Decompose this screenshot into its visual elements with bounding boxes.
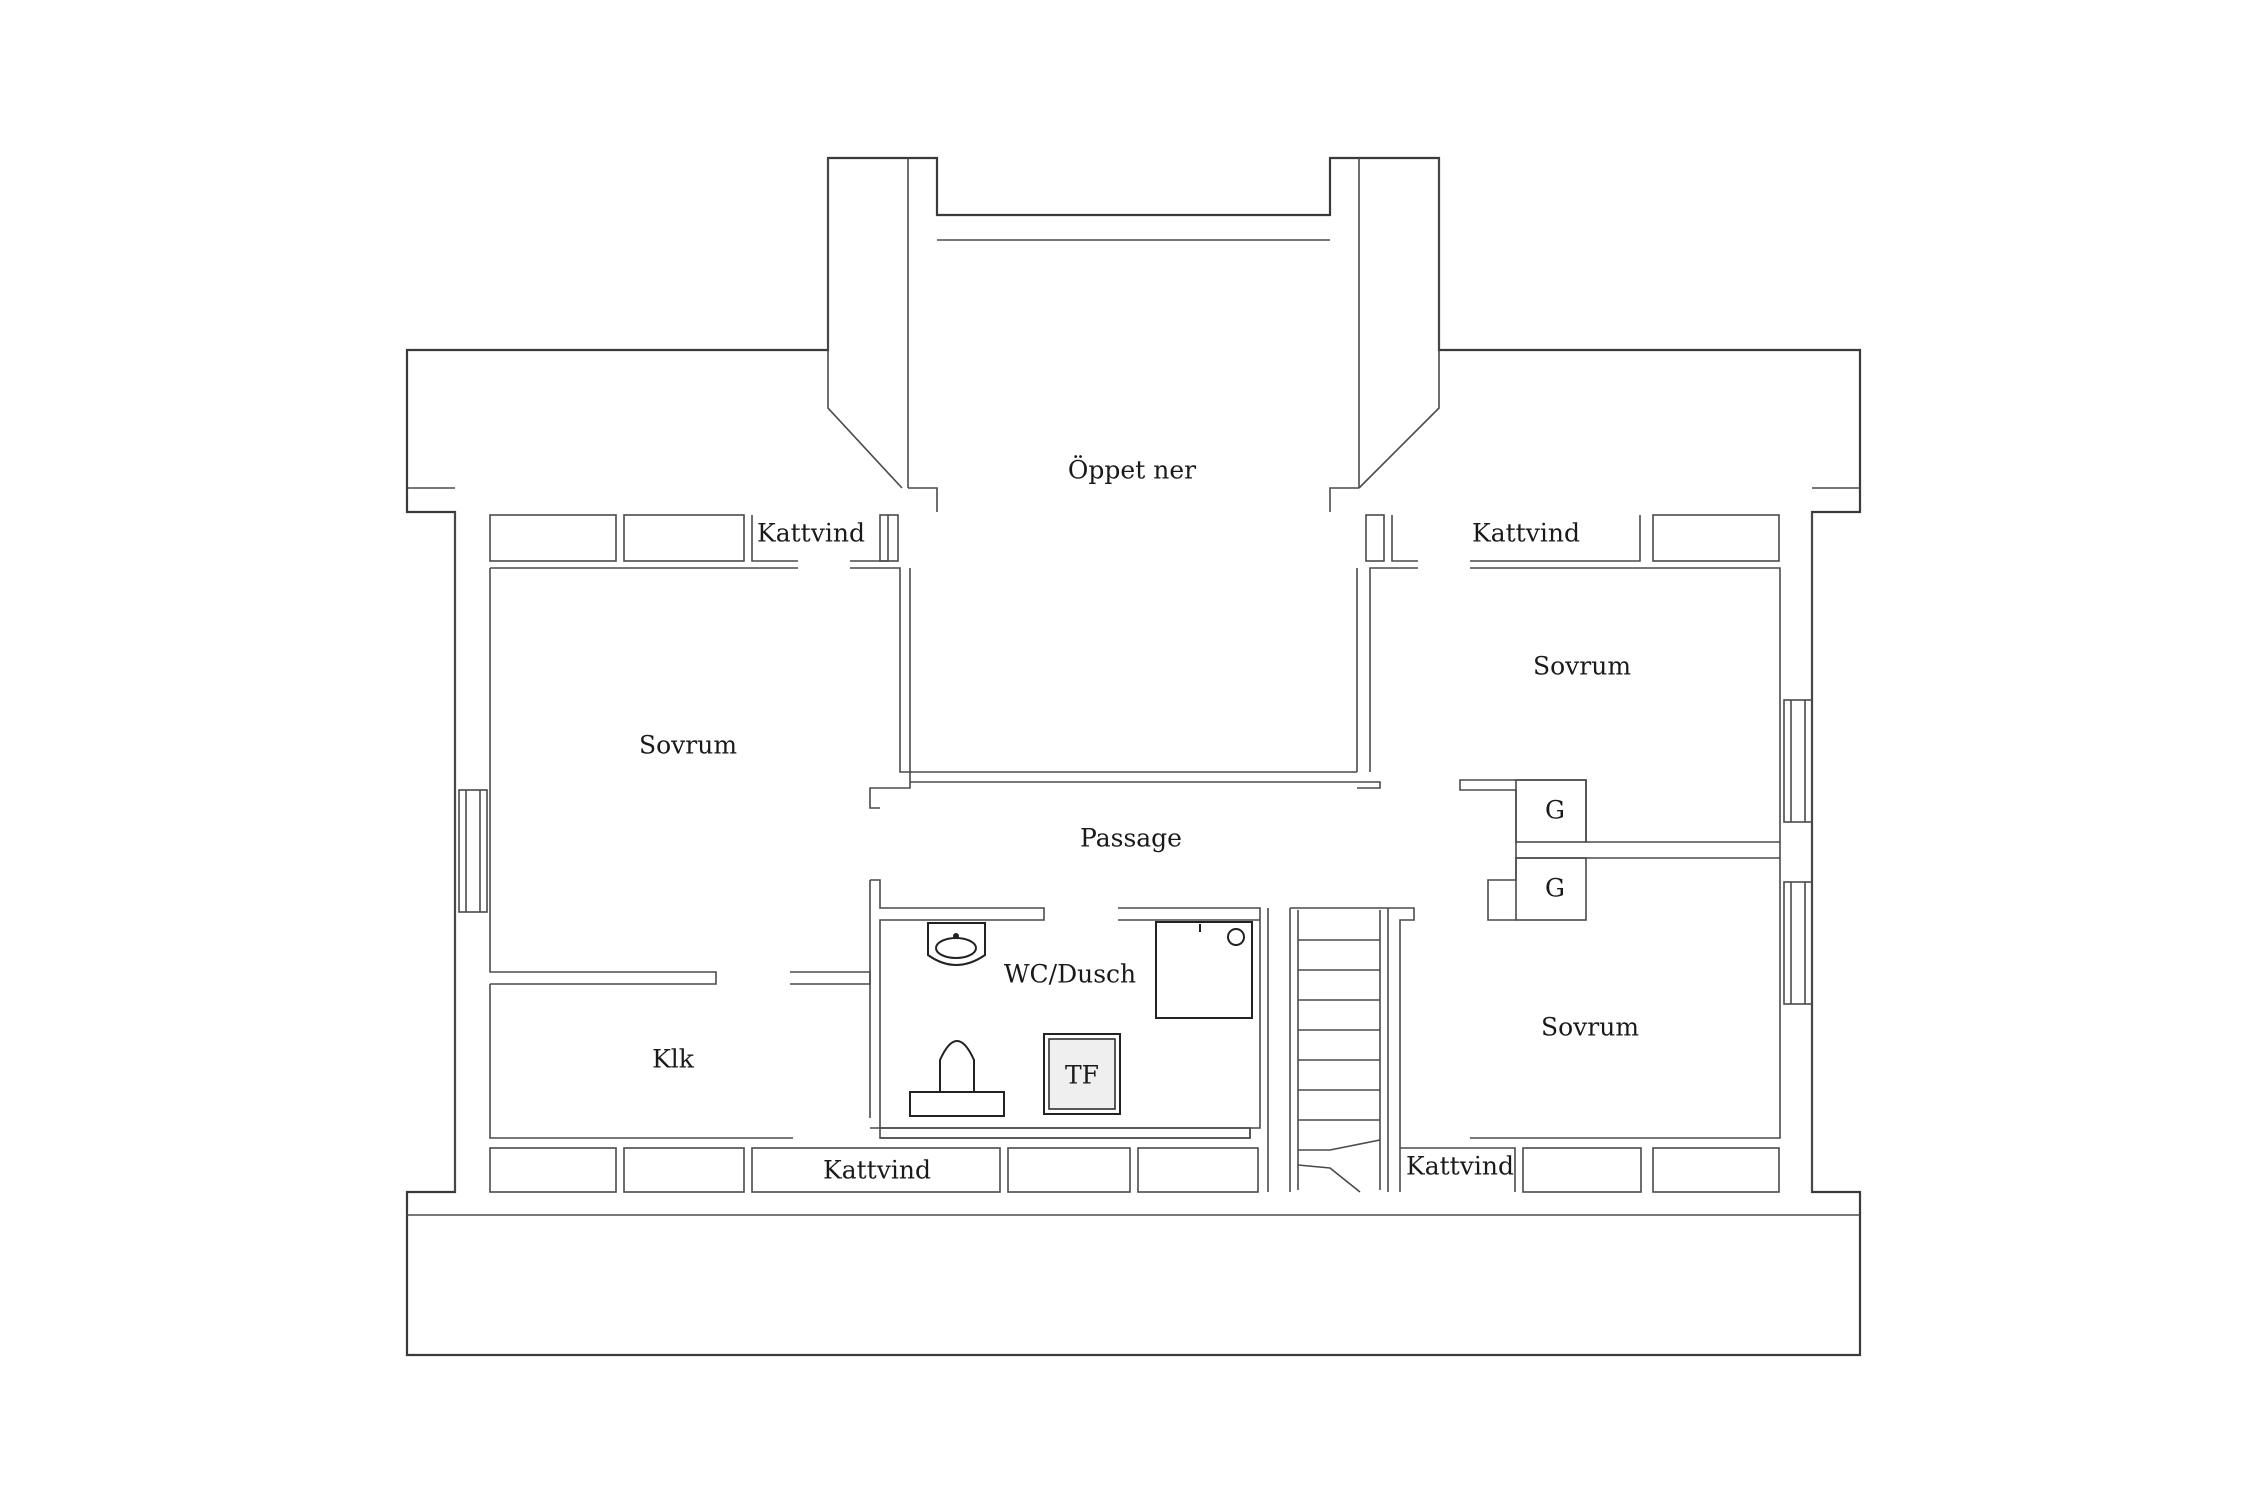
attic-storage-top xyxy=(489,514,1780,562)
windows xyxy=(458,699,1813,1005)
attic-storage-bottom xyxy=(489,1147,1780,1193)
stair xyxy=(1297,939,1381,1193)
label-bedroom-right-top: Sovrum xyxy=(1533,652,1631,681)
bathroom-fixtures xyxy=(909,921,1253,1117)
label-attic-top-right: Kattvind xyxy=(1472,519,1580,548)
shower-icon xyxy=(1155,921,1253,1019)
label-wardrobe-top: G xyxy=(1545,796,1565,825)
washing-machine-icon xyxy=(1043,1033,1121,1115)
label-passage: Passage xyxy=(1080,824,1182,853)
label-attic-top-left: Kattvind xyxy=(757,519,865,548)
label-wc-shower: WC/Dusch xyxy=(1004,960,1136,989)
dormers xyxy=(827,158,1440,512)
label-attic-bottom-left: Kattvind xyxy=(823,1156,931,1185)
label-bedroom-left: Sovrum xyxy=(639,731,737,760)
room-labels: Öppet ner Sovrum Sovrum Sovrum Passage W… xyxy=(639,456,1639,1185)
sink-icon xyxy=(927,922,986,966)
label-laundry: TF xyxy=(1065,1061,1099,1090)
toilet-icon xyxy=(909,1040,1005,1117)
outer-walls xyxy=(405,156,1862,1357)
label-open-below: Öppet ner xyxy=(1068,456,1196,485)
interior-walls xyxy=(489,567,1781,1192)
label-wardrobe-bottom: G xyxy=(1545,874,1565,903)
label-walk-in-closet: Klk xyxy=(652,1045,695,1074)
label-bedroom-right-bottom: Sovrum xyxy=(1541,1013,1639,1042)
label-attic-bottom-right: Kattvind xyxy=(1406,1152,1514,1181)
